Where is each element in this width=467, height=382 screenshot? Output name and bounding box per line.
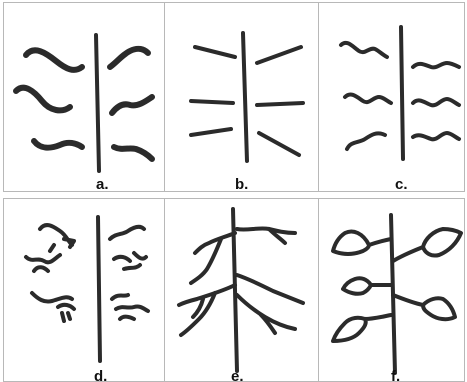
leaf [112, 295, 148, 319]
stem [401, 27, 403, 159]
panel-b: b. [164, 2, 319, 192]
panel-e-drawing [165, 199, 320, 382]
leaf [40, 225, 74, 247]
panel-d: d. [3, 198, 165, 382]
branch [237, 295, 295, 329]
panel-f: f. [318, 198, 465, 382]
leaf [341, 43, 387, 57]
stem [98, 217, 100, 361]
leaf [333, 315, 391, 341]
panel-e: e. [164, 198, 319, 382]
leaf [191, 129, 231, 135]
panel-label: d. [94, 369, 107, 382]
panel-a: a. [3, 2, 165, 192]
panel-c: c. [318, 2, 465, 192]
branch [179, 285, 235, 305]
leaf [345, 94, 391, 103]
leaf [114, 147, 152, 159]
leaf [413, 63, 459, 67]
panel-label: b. [235, 177, 248, 192]
leaf [26, 245, 60, 271]
leaf [32, 293, 74, 321]
leaf [393, 229, 461, 261]
panel-f-drawing [319, 199, 466, 382]
leaf [16, 88, 70, 111]
leaf [34, 141, 82, 148]
leaf [195, 47, 235, 57]
leaf [413, 133, 459, 139]
leaf [413, 99, 459, 105]
stem [96, 35, 99, 171]
panel-a-drawing [4, 3, 166, 193]
branch [237, 228, 295, 233]
leaf [259, 133, 299, 155]
leaf [110, 227, 144, 239]
panel-c-drawing [319, 3, 466, 193]
leaf [191, 101, 233, 103]
panel-label: f. [391, 369, 400, 382]
leaf [347, 133, 385, 149]
leaf [343, 278, 391, 294]
leaf [110, 49, 148, 67]
panel-b-drawing [165, 3, 320, 193]
panel-d-drawing [4, 199, 166, 382]
leaf [393, 295, 455, 319]
leaf [26, 50, 82, 70]
stem [243, 33, 247, 161]
leaf [112, 97, 152, 113]
panel-label: c. [395, 177, 408, 192]
leaf [114, 253, 146, 269]
leaf [257, 103, 303, 105]
leaf [257, 47, 301, 63]
leaf [333, 232, 391, 255]
branch [237, 275, 303, 303]
panel-label: e. [231, 369, 244, 382]
panel-label: a. [96, 177, 109, 192]
